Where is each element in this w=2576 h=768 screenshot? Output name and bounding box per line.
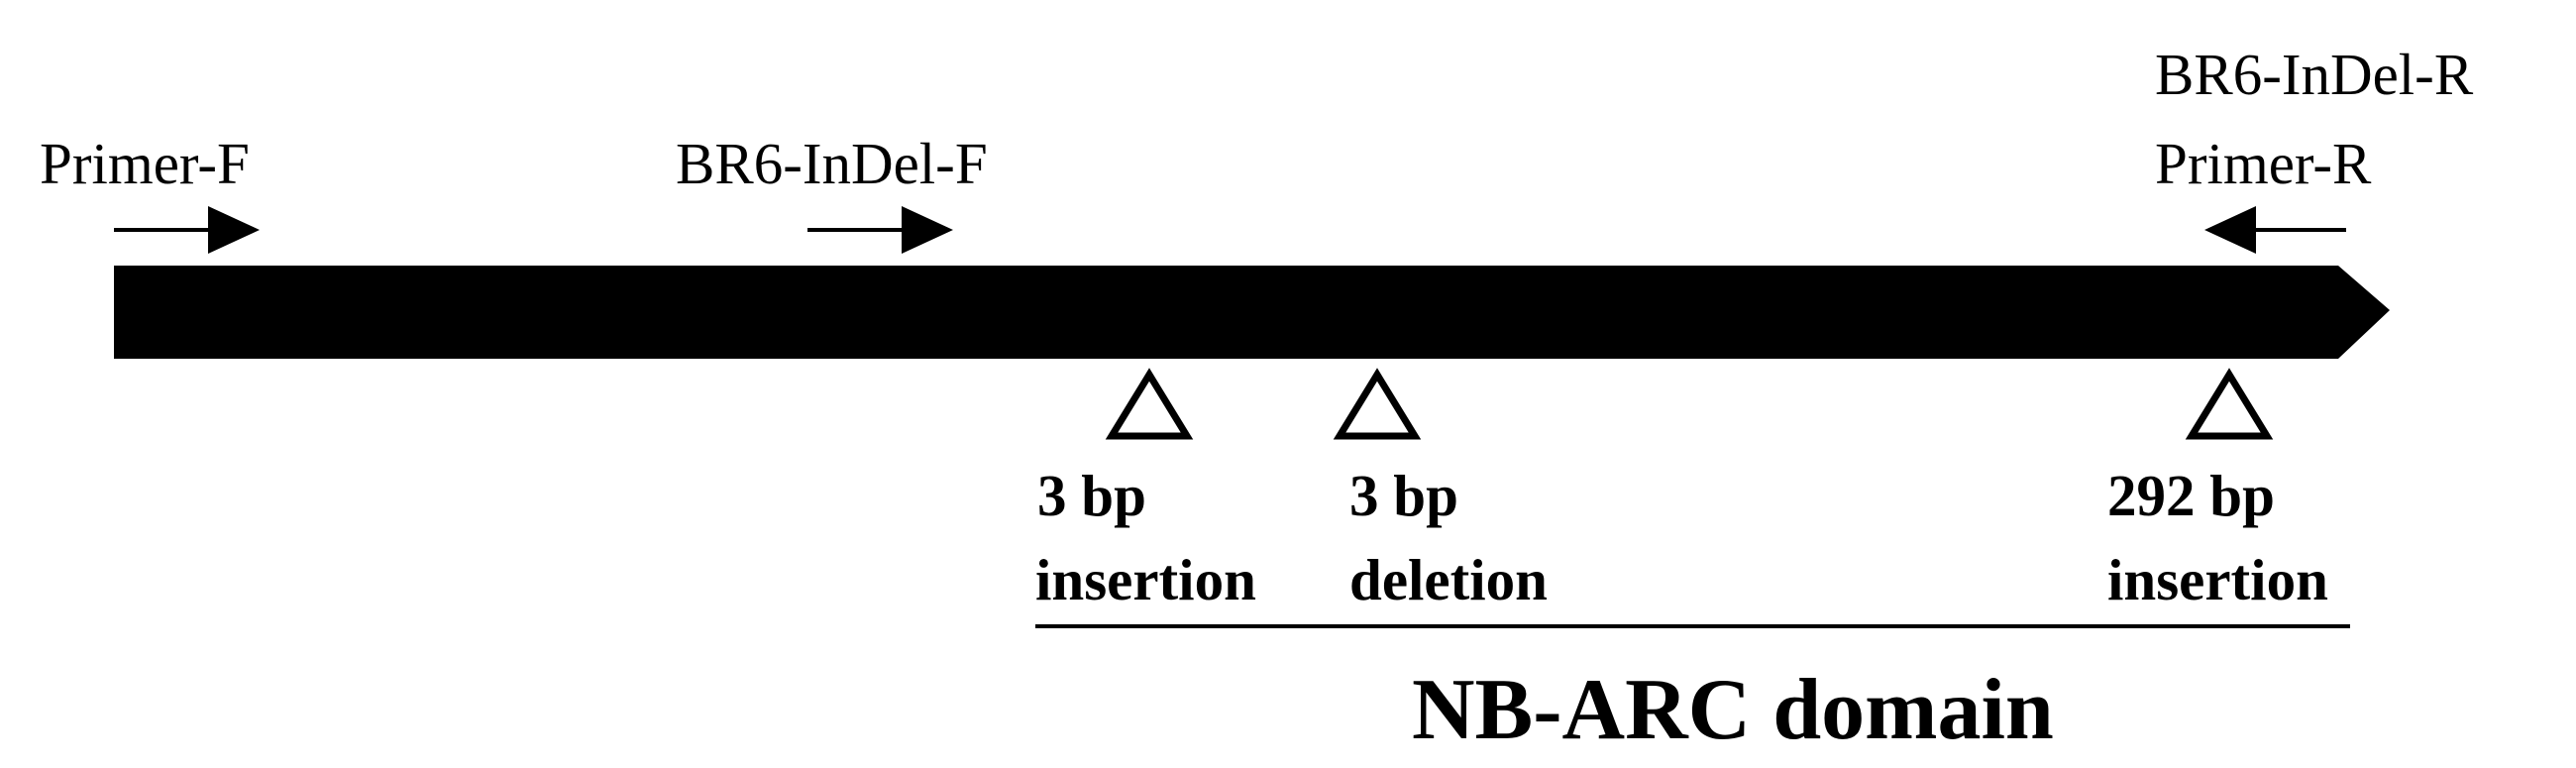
primer-r-label: Primer-R	[2155, 131, 2372, 196]
variant-3-triangle-icon	[2185, 368, 2274, 440]
variant-1-triangle-icon	[1105, 368, 1194, 440]
indel-f-label: BR6-InDel-F	[676, 131, 988, 196]
primer-f-arrow-icon	[114, 206, 260, 254]
variant-3-type: insertion	[2107, 547, 2328, 612]
gene-body-arrow	[114, 266, 2390, 359]
domain-label: NB-ARC domain	[1412, 662, 2054, 758]
primer-f-label: Primer-F	[40, 131, 250, 196]
variant-2-triangle-icon	[1333, 368, 1422, 440]
primer-r-arrow-icon	[2204, 206, 2346, 254]
indel-r-label: BR6-InDel-R	[2155, 42, 2474, 107]
indel-f-arrow-icon	[807, 206, 953, 254]
variant-1-type: insertion	[1035, 547, 1256, 612]
variant-2-size: 3 bp	[1349, 463, 1458, 528]
variant-2-type: deletion	[1349, 547, 1548, 612]
variant-1-size: 3 bp	[1037, 463, 1146, 528]
variant-3-size: 292 bp	[2107, 463, 2275, 528]
